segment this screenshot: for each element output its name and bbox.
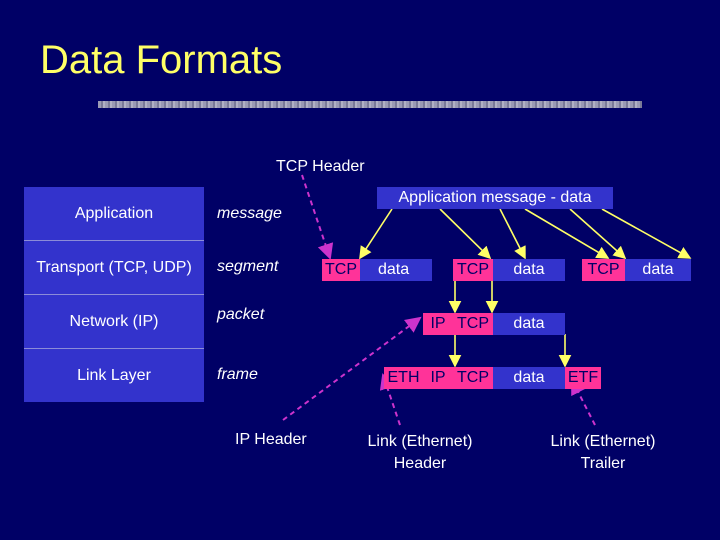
layer-transport: Transport (TCP, UDP) xyxy=(24,241,204,294)
layer-divider xyxy=(24,294,204,295)
packet-tcp-header: TCP xyxy=(453,313,493,335)
segment-data: data xyxy=(625,259,691,281)
tcp-header-label: TCP Header xyxy=(276,158,365,175)
packet-data: data xyxy=(493,313,565,335)
ip-header-label: IP Header xyxy=(235,431,307,448)
layer-network: Network (IP) xyxy=(24,295,204,348)
pointer-arrows xyxy=(282,174,596,426)
layer-label: Application xyxy=(74,204,154,222)
pdu-packet: packet xyxy=(217,306,265,323)
layer-application: Application xyxy=(24,187,204,240)
segment-data: data xyxy=(493,259,565,281)
layer-divider xyxy=(24,348,204,349)
slide-title: Data Formats xyxy=(40,38,283,82)
frame-eth-trailer: ETF xyxy=(565,367,601,389)
frame-data: data xyxy=(493,367,565,389)
layer-label: Network (IP) xyxy=(69,312,159,330)
segmentation-arrows xyxy=(359,208,692,260)
encapsulation-arrows xyxy=(448,280,572,368)
frame-eth-header: ETH xyxy=(384,367,423,389)
link-trailer-label: Link (Ethernet) Trailer xyxy=(550,433,656,472)
layer-divider xyxy=(24,240,204,241)
layer-stack: Application Transport (TCP, UDP) Network… xyxy=(24,187,204,402)
pdu-segment: segment xyxy=(217,258,279,275)
packet-ip-header: IP xyxy=(423,313,453,335)
application-message-box: Application message - data xyxy=(377,187,613,209)
frame-tcp-header: TCP xyxy=(453,367,493,389)
title-underline xyxy=(98,101,642,108)
frame-ip-header: IP xyxy=(423,367,453,389)
segment-data: data xyxy=(360,259,432,281)
segment-tcp-header: TCP xyxy=(453,259,493,281)
layer-label: Link Layer xyxy=(77,366,151,384)
segment-tcp-header: TCP xyxy=(582,259,625,281)
layer-link: Link Layer xyxy=(24,349,204,402)
segment-tcp-header: TCP xyxy=(322,259,360,281)
pdu-frame: frame xyxy=(217,366,258,383)
pdu-message: message xyxy=(217,205,282,222)
layer-label: Transport (TCP, UDP) xyxy=(36,258,192,276)
link-header-label: Link (Ethernet) Header xyxy=(367,433,473,472)
